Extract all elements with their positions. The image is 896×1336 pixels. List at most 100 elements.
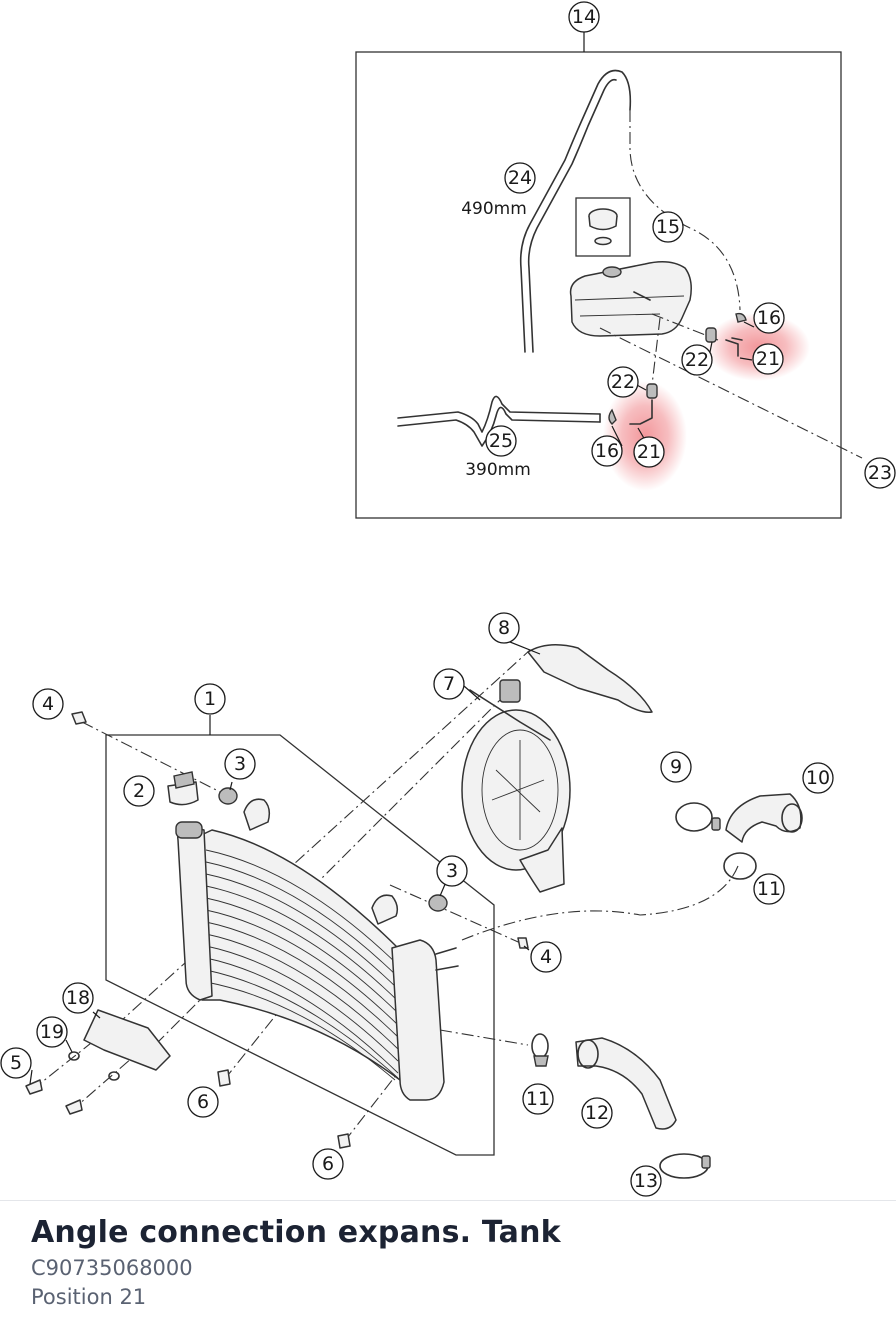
callout-3-lower-label: 3	[446, 860, 458, 882]
angle-connection-21-right	[725, 337, 743, 357]
radiator-hose-10	[725, 793, 802, 843]
expansion-tank-group	[355, 30, 863, 519]
hose-clamp-11-upper	[723, 852, 757, 880]
screw-4-upper	[71, 711, 87, 725]
callout-9[interactable]: 9	[660, 751, 692, 783]
callout-4-lower[interactable]: 4	[530, 941, 562, 973]
callout-15[interactable]: 15	[652, 211, 684, 243]
washer-19-upper	[68, 1051, 80, 1061]
callout-25-label: 25	[489, 430, 513, 452]
callout-21-right-label: 21	[756, 348, 780, 370]
fan-cover-8	[527, 644, 653, 713]
radiator-right-tank	[391, 939, 445, 1101]
callout-19[interactable]: 19	[36, 1016, 68, 1048]
group-frame-1	[105, 734, 495, 1156]
callout-7-label: 7	[443, 673, 455, 695]
callout-18[interactable]: 18	[62, 982, 94, 1014]
callout-6-left-label: 6	[197, 1091, 209, 1113]
radiator-group	[25, 639, 803, 1179]
callout-1[interactable]: 1	[194, 683, 226, 715]
callout-16-right-label: 16	[757, 307, 781, 329]
callout-7[interactable]: 7	[433, 668, 465, 700]
callout-10[interactable]: 10	[802, 762, 834, 794]
callout-9-label: 9	[670, 756, 682, 778]
angle-connection-21-lower	[629, 399, 653, 425]
callout-15-label: 15	[656, 216, 680, 238]
callout-23-label: 23	[868, 462, 892, 484]
callout-11-lower-label: 11	[526, 1088, 550, 1110]
clamp-16-right	[735, 312, 747, 323]
callout-24[interactable]: 24	[504, 162, 536, 194]
callout-21-lower-label: 21	[637, 441, 661, 463]
radiator-upper-lug	[243, 798, 271, 831]
radiator	[194, 829, 401, 1081]
callout-4-lower-label: 4	[540, 946, 552, 968]
cap-15-box	[575, 197, 631, 257]
callout-13-label: 13	[634, 1170, 658, 1192]
callout-14-label: 14	[572, 6, 596, 28]
fan-connector	[499, 679, 521, 703]
callout-6-right[interactable]: 6	[312, 1148, 344, 1180]
fan-bracket	[519, 827, 565, 893]
hose-clamp-22-lower	[646, 383, 658, 399]
callout-16-lower-label: 16	[595, 440, 619, 462]
radiator-filler-neck	[175, 821, 203, 839]
callout-6-left[interactable]: 6	[187, 1086, 219, 1118]
part-title: Angle connection expans. Tank	[31, 1215, 561, 1250]
callout-22-right[interactable]: 22	[681, 344, 713, 376]
callout-11-lower[interactable]: 11	[522, 1083, 554, 1115]
screw-6-left	[217, 1069, 231, 1087]
hose-clamp-9	[675, 802, 713, 832]
callout-3-lower[interactable]: 3	[436, 855, 468, 887]
callout-12[interactable]: 12	[581, 1097, 613, 1129]
tank-filler-neck	[602, 266, 622, 278]
rubber-bushing-3-upper	[218, 787, 238, 805]
callout-8[interactable]: 8	[488, 612, 520, 644]
callout-14[interactable]: 14	[568, 1, 600, 33]
callout-6-right-label: 6	[322, 1153, 334, 1175]
callout-10-label: 10	[806, 767, 830, 789]
screw-5-upper	[25, 1079, 43, 1095]
callout-16-right[interactable]: 16	[753, 302, 785, 334]
hose-clamp-22-right	[705, 327, 717, 343]
callout-5-label: 5	[10, 1052, 22, 1074]
callout-5[interactable]: 5	[0, 1047, 32, 1079]
part-number: C90735068000	[31, 1256, 193, 1280]
radiator-fins	[205, 849, 399, 1081]
washer-19-lower	[108, 1071, 120, 1081]
callout-22-right-label: 22	[685, 349, 709, 371]
hose-25	[397, 395, 601, 433]
callout-13[interactable]: 13	[630, 1165, 662, 1197]
callout-1-label: 1	[204, 688, 216, 710]
callout-4-upper-label: 4	[42, 693, 54, 715]
callout-2-label: 2	[133, 780, 145, 802]
callout-16-lower[interactable]: 16	[591, 435, 623, 467]
part-info-panel: Angle connection expans. Tank C907350680…	[0, 1200, 896, 1336]
hose-clamp-11-lower	[531, 1033, 549, 1059]
callout-21-lower[interactable]: 21	[633, 436, 665, 468]
exploded-parts-diagram: 490mm 390mm	[0, 1, 896, 1197]
callout-22-lower-label: 22	[611, 371, 635, 393]
screw-6-right	[337, 1133, 351, 1149]
callout-11-upper[interactable]: 11	[753, 873, 785, 905]
rubber-bushing-3-lower	[428, 894, 448, 912]
callout-18-label: 18	[66, 987, 90, 1009]
callout-12-label: 12	[585, 1102, 609, 1124]
callout-2[interactable]: 2	[123, 775, 155, 807]
fan-7	[461, 709, 571, 871]
expansion-tank	[569, 261, 692, 337]
hose-24	[519, 69, 632, 353]
callout-21-right[interactable]: 21	[752, 343, 784, 375]
hose-25-length-label: 390mm	[465, 460, 531, 480]
callout-3-upper[interactable]: 3	[224, 748, 256, 780]
group-frame-14	[355, 51, 842, 519]
part-position: Position 21	[31, 1285, 147, 1309]
callout-25[interactable]: 25	[485, 425, 517, 457]
callout-4-upper[interactable]: 4	[32, 688, 64, 720]
callout-22-lower[interactable]: 22	[607, 366, 639, 398]
hose-clamp-13	[659, 1153, 709, 1179]
radiator-side-lug	[371, 894, 399, 925]
hose-24-length-label: 490mm	[461, 199, 527, 219]
callout-23[interactable]: 23	[864, 457, 896, 489]
radiator-hose-12	[575, 1037, 677, 1130]
